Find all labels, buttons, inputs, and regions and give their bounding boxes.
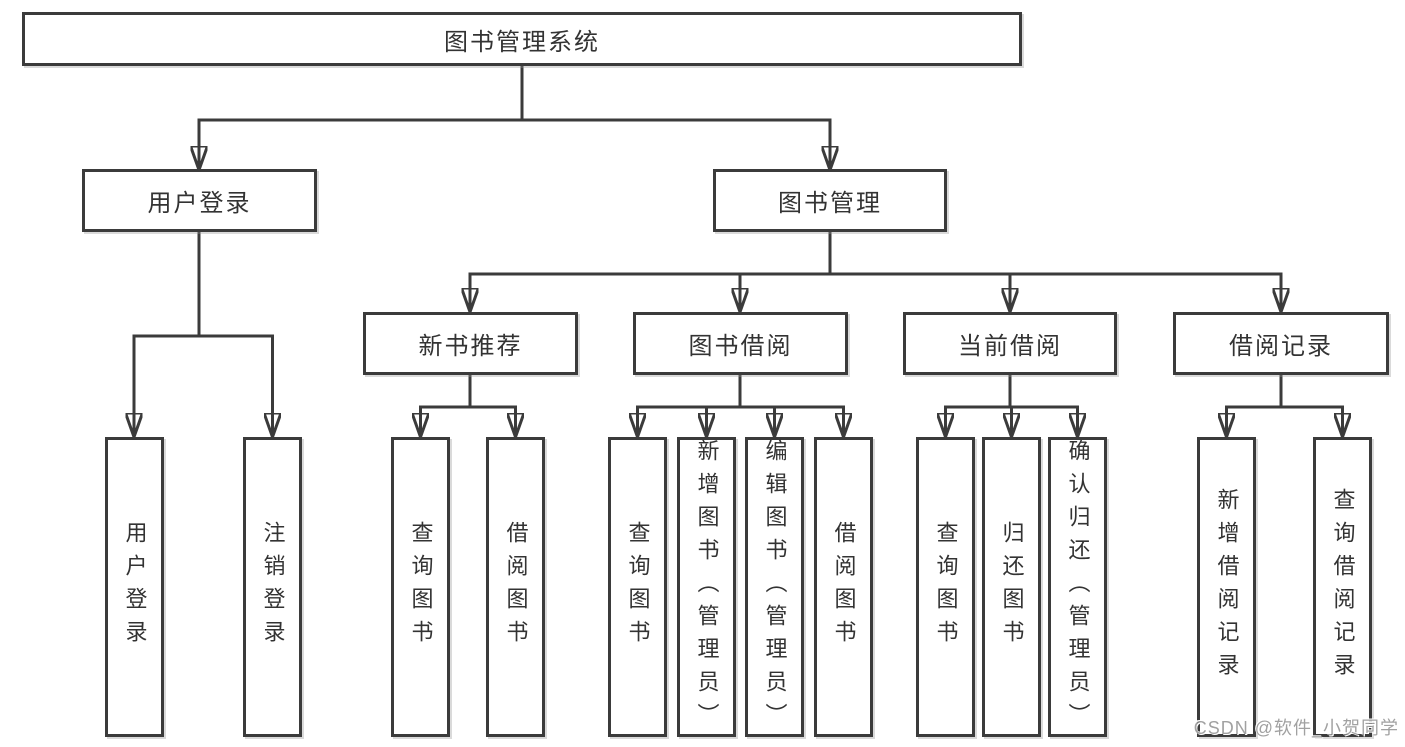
leaf-label: 查询图书 <box>408 521 434 653</box>
leaf-return-book: 归还图书 <box>982 437 1041 737</box>
leaf-label: 新增图书（管理员） <box>694 438 720 736</box>
leaf-query-book-newbook: 查询图书 <box>391 437 450 737</box>
leaf-borrow-book-borrow: 借阅图书 <box>814 437 873 737</box>
leaf-edit-book-admin: 编辑图书（管理员） <box>745 437 804 737</box>
leaf-add-book-admin: 新增图书（管理员） <box>677 437 736 737</box>
leaf-label: 查询借阅记录 <box>1330 488 1356 686</box>
node-borrow-record: 借阅记录 <box>1173 312 1389 375</box>
leaf-label: 借阅图书 <box>503 521 529 653</box>
csdn-watermark: CSDN @软件_小贺同学 <box>1193 718 1399 738</box>
leaf-confirm-return-admin: 确认归还（管理员） <box>1048 437 1107 737</box>
leaf-label: 归还图书 <box>999 521 1025 653</box>
leaf-borrow-book-newbook: 借阅图书 <box>486 437 545 737</box>
leaf-label: 查询图书 <box>625 521 651 653</box>
leaf-logout: 注销登录 <box>243 437 302 737</box>
leaf-label: 查询图书 <box>933 521 959 653</box>
leaf-label: 编辑图书（管理员） <box>762 438 788 736</box>
leaf-user-login: 用户登录 <box>105 437 164 737</box>
node-book-borrow: 图书借阅 <box>633 312 848 375</box>
leaf-label: 用户登录 <box>122 521 148 653</box>
leaf-label: 注销登录 <box>260 521 286 653</box>
leaf-query-book-borrow: 查询图书 <box>608 437 667 737</box>
node-current-borrow: 当前借阅 <box>903 312 1117 375</box>
leaf-add-borrow-record: 新增借阅记录 <box>1197 437 1256 737</box>
leaf-label: 确认归还（管理员） <box>1065 438 1091 736</box>
node-root: 图书管理系统 <box>22 12 1022 66</box>
leaf-label: 新增借阅记录 <box>1214 488 1240 686</box>
leaf-label: 借阅图书 <box>831 521 857 653</box>
leaf-query-book-current: 查询图书 <box>916 437 975 737</box>
node-user-login: 用户登录 <box>82 169 317 232</box>
node-book-management: 图书管理 <box>713 169 947 232</box>
leaf-query-borrow-record: 查询借阅记录 <box>1313 437 1372 737</box>
node-new-book-recommend: 新书推荐 <box>363 312 578 375</box>
